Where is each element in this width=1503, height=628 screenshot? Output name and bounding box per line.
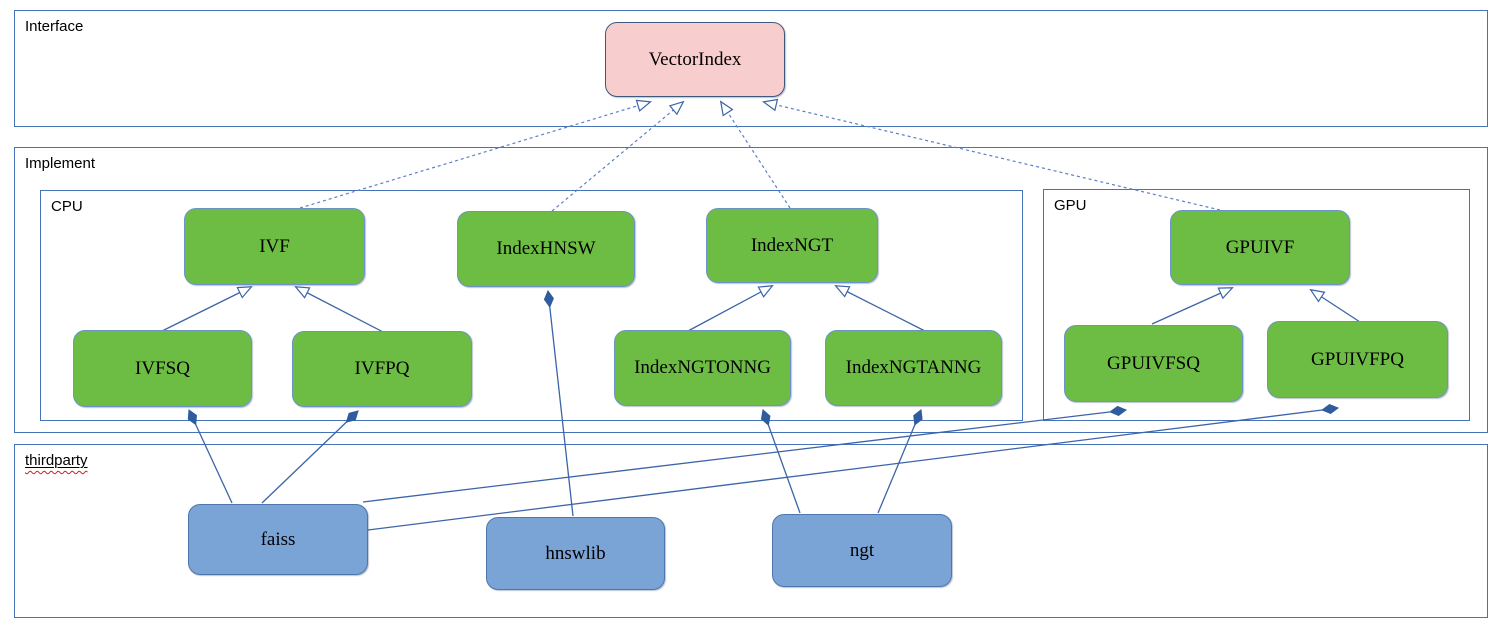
node-indexngtanng[interactable]: IndexNGTANNG bbox=[825, 330, 1002, 406]
node-ivfpq[interactable]: IVFPQ bbox=[292, 331, 472, 407]
node-gpuivfsq-label: GPUIVFSQ bbox=[1107, 352, 1200, 374]
node-ivf[interactable]: IVF bbox=[184, 208, 365, 285]
node-gpuivf-label: GPUIVF bbox=[1225, 236, 1295, 258]
node-indexngtanng-label: IndexNGTANNG bbox=[845, 357, 982, 378]
node-gpuivfpq[interactable]: GPUIVFPQ bbox=[1267, 321, 1448, 398]
node-faiss-label: faiss bbox=[260, 528, 296, 550]
container-cpu-label: CPU bbox=[51, 198, 83, 215]
node-indexngt[interactable]: IndexNGT bbox=[706, 208, 878, 283]
node-ivfsq[interactable]: IVFSQ bbox=[73, 330, 252, 407]
node-ivfpq-label: IVFPQ bbox=[354, 358, 410, 379]
node-hnswlib-label: hnswlib bbox=[545, 542, 606, 564]
node-gpuivf[interactable]: GPUIVF bbox=[1170, 210, 1350, 285]
node-indexhnsw-label: IndexHNSW bbox=[496, 238, 596, 259]
container-thirdparty-label: thirdparty bbox=[25, 452, 88, 470]
node-ngt[interactable]: ngt bbox=[772, 514, 952, 587]
node-indexngtonng-label: IndexNGTONNG bbox=[634, 357, 771, 378]
node-ngt-label: ngt bbox=[849, 539, 875, 561]
node-indexngt-label: IndexNGT bbox=[750, 234, 834, 256]
node-vectorindex-label: VectorIndex bbox=[648, 48, 742, 70]
node-vectorindex[interactable]: VectorIndex bbox=[605, 22, 785, 97]
container-implement-label: Implement bbox=[25, 155, 96, 172]
node-indexngtonng[interactable]: IndexNGTONNG bbox=[614, 330, 791, 406]
node-indexhnsw[interactable]: IndexHNSW bbox=[457, 211, 635, 287]
spellcheck-squiggle: thirdparty bbox=[25, 452, 88, 469]
node-gpuivfpq-label: GPUIVFPQ bbox=[1311, 348, 1404, 370]
container-gpu-label: GPU bbox=[1054, 197, 1087, 214]
node-hnswlib[interactable]: hnswlib bbox=[486, 517, 665, 590]
container-interface-label: Interface bbox=[25, 18, 84, 35]
node-faiss[interactable]: faiss bbox=[188, 504, 368, 575]
node-ivf-label: IVF bbox=[259, 235, 290, 257]
node-ivfsq-label: IVFSQ bbox=[135, 357, 190, 379]
node-gpuivfsq[interactable]: GPUIVFSQ bbox=[1064, 325, 1243, 402]
